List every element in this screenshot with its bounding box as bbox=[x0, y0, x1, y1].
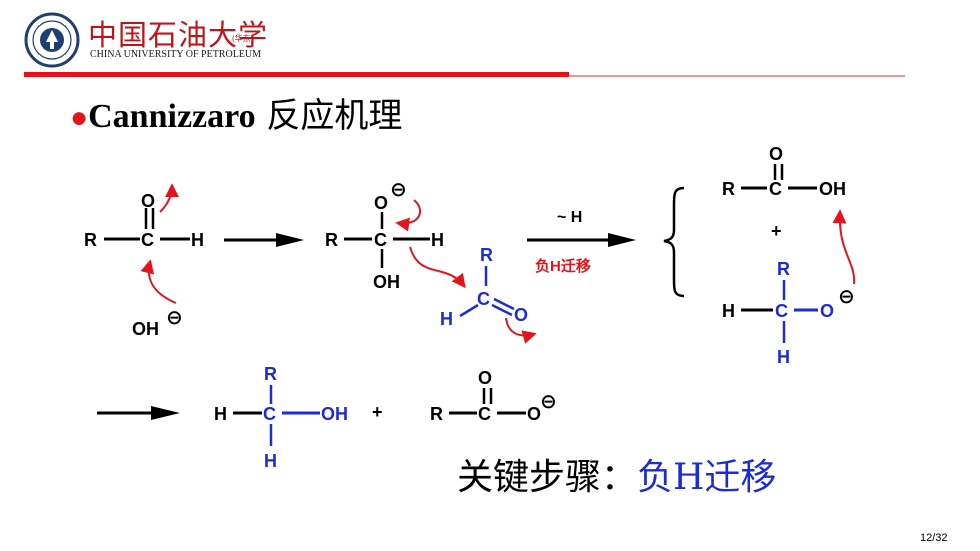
atom-h: H bbox=[777, 347, 790, 367]
atom-c: C bbox=[141, 230, 154, 250]
atom-c: C bbox=[374, 230, 387, 250]
logo-english-name: CHINA UNIVERSITY OF PETROLEUM bbox=[90, 49, 262, 60]
tetrahedral-intermediate: R C H O ⊖ OH bbox=[325, 179, 466, 292]
electron-arrow bbox=[409, 246, 466, 289]
atom-h: H bbox=[191, 230, 204, 250]
alkoxide: R H C O ⊖ H bbox=[722, 209, 856, 367]
hydroxyl: OH bbox=[373, 272, 400, 292]
title-bullet: ● bbox=[70, 101, 89, 134]
key-step-highlight: 负H迁移 bbox=[637, 457, 777, 498]
atom-h: H bbox=[431, 230, 444, 250]
carboxylic-acid: O R C OH bbox=[722, 144, 846, 199]
hydroxide: OH bbox=[132, 319, 159, 339]
atom-c: C bbox=[477, 289, 490, 309]
atom-r: R bbox=[264, 364, 277, 384]
atom-c: C bbox=[775, 301, 788, 321]
hydroxyl: OH bbox=[321, 404, 348, 424]
primary-alcohol: R H C OH H bbox=[214, 364, 348, 471]
electron-arrow bbox=[140, 259, 177, 304]
minus-charge: ⊖ bbox=[166, 307, 183, 329]
minus-charge: ⊖ bbox=[390, 179, 407, 201]
atom-r: R bbox=[84, 230, 97, 250]
key-step: 关键步骤：负H迁移 bbox=[457, 448, 776, 500]
atom-h: H bbox=[722, 301, 735, 321]
electron-arrow bbox=[395, 199, 422, 232]
atom-r: R bbox=[325, 230, 338, 250]
plus-sign: + bbox=[372, 402, 383, 422]
arrow-label-bottom: 负H迁移 bbox=[535, 257, 591, 275]
slide-title: ●Cannizzaro 反应机理 bbox=[70, 88, 402, 137]
title-chinese: 反应机理 bbox=[255, 96, 403, 136]
university-seal-icon bbox=[24, 12, 80, 68]
carboxylate: O R C O ⊖ bbox=[430, 368, 557, 424]
logo-chinese-name: 中国石油大学 bbox=[88, 18, 269, 52]
atom-o: O bbox=[141, 191, 155, 211]
atom-o: O bbox=[374, 193, 388, 213]
electron-arrow bbox=[832, 209, 856, 285]
atom-h: H bbox=[440, 309, 453, 329]
electron-arrow bbox=[505, 317, 537, 344]
aldehyde: R C H O OH ⊖ bbox=[84, 183, 204, 339]
atom-c: C bbox=[263, 404, 276, 424]
atom-r: R bbox=[480, 245, 493, 265]
atom-o: O bbox=[769, 144, 783, 164]
electron-arrow bbox=[159, 183, 179, 213]
atom-c: C bbox=[478, 404, 491, 424]
atom-r: R bbox=[430, 404, 443, 424]
atom-o: O bbox=[514, 305, 528, 325]
logo-campus: (华东) bbox=[232, 34, 254, 43]
atom-h: H bbox=[264, 451, 277, 471]
plus-sign: + bbox=[771, 221, 782, 241]
atom-r: R bbox=[777, 259, 790, 279]
arrow-label-top: ~ H bbox=[557, 209, 582, 226]
atom-c: C bbox=[769, 179, 782, 199]
atom-r: R bbox=[722, 179, 735, 199]
minus-charge: ⊖ bbox=[838, 286, 855, 308]
second-aldehyde: R C H O bbox=[440, 245, 537, 344]
title-latin: Cannizzaro bbox=[88, 98, 256, 135]
atom-o: O bbox=[527, 404, 541, 424]
atom-h: H bbox=[214, 404, 227, 424]
page-number: 12/32 bbox=[920, 532, 948, 544]
atom-o: O bbox=[478, 368, 492, 388]
key-step-label: 关键步骤： bbox=[457, 457, 638, 498]
left-brace bbox=[663, 186, 685, 298]
header-divider bbox=[24, 72, 905, 77]
minus-charge: ⊖ bbox=[540, 391, 557, 413]
hydroxyl: OH bbox=[819, 179, 846, 199]
atom-o: O bbox=[820, 301, 834, 321]
